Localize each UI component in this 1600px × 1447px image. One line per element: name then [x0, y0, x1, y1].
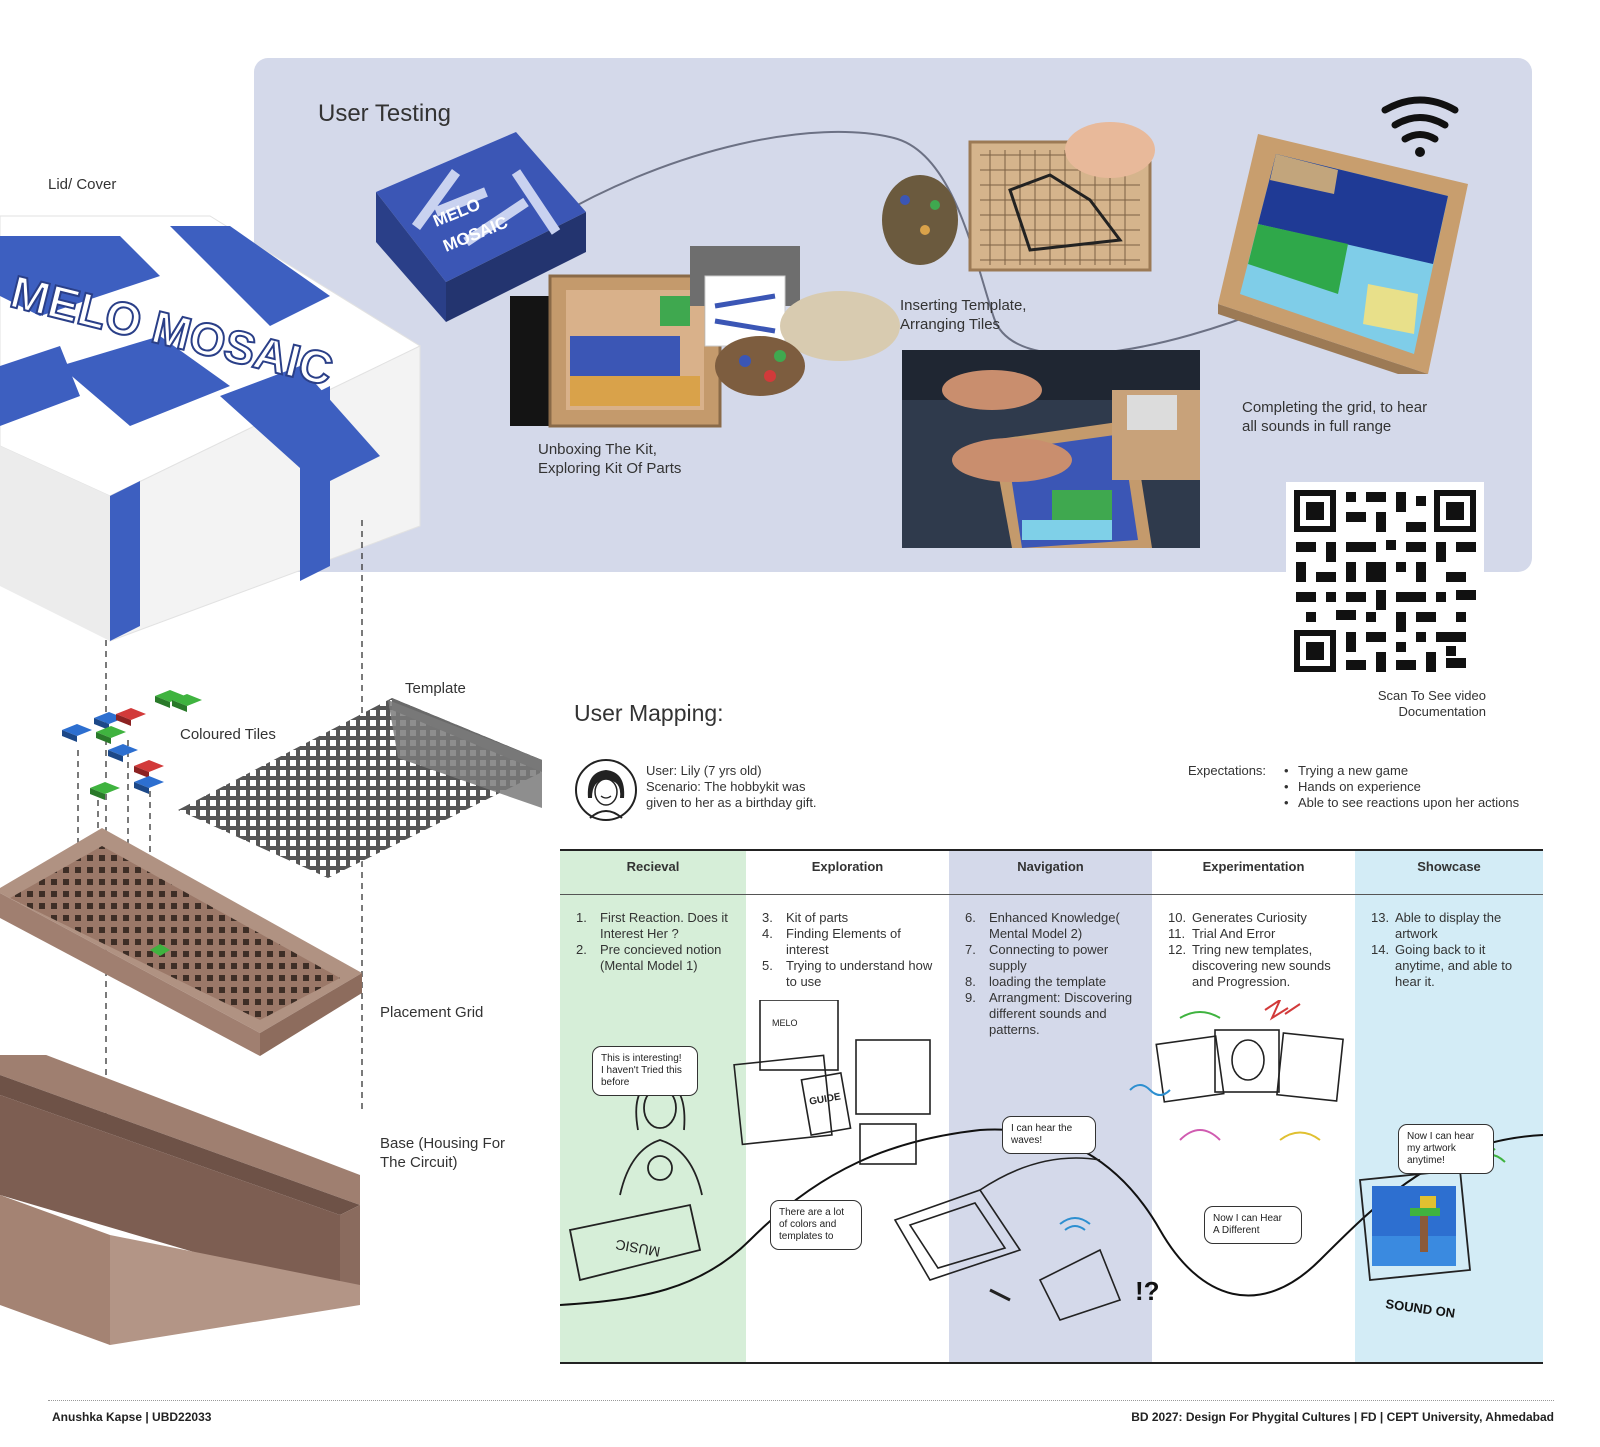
stage-experimentation: Experimentation 10.Generates Curiosity 1… — [1152, 850, 1355, 1363]
speech-bubble-navigation: I can hear the waves! — [1002, 1116, 1096, 1154]
lid-cover-illustration: MELO MOSAIC — [0, 215, 422, 642]
stage-item: 8.loading the template — [965, 974, 1107, 989]
stage-item: 11.Trial And Error — [1168, 926, 1276, 941]
footer-course: BD 2027: Design For Phygital Cultures | … — [1131, 1410, 1554, 1424]
persona-description: User: Lily (7 yrs old) Scenario: The hob… — [646, 763, 817, 811]
base-housing-label: Base (Housing For The Circuit) — [380, 1135, 506, 1171]
stage-item: 3.Kit of parts — [762, 910, 849, 925]
stage-header: Experimentation — [1202, 859, 1305, 874]
caption-inserting: Inserting Template, Arranging Tiles — [900, 297, 1027, 333]
speech-bubble-recieval: This is interesting! I haven't Tried thi… — [592, 1046, 698, 1096]
inserting-template-photo — [882, 122, 1155, 272]
lid-cover-label: Lid/ Cover — [48, 176, 117, 193]
mapping-top-rule — [560, 849, 1543, 851]
speech-bubble-experimentation: Now I can Hear A Different — [1204, 1206, 1302, 1244]
expectation-item: Trying a new game — [1284, 763, 1519, 779]
footer-rule — [48, 1400, 1554, 1401]
qr-code[interactable] — [1286, 482, 1484, 680]
stage-list: 1.First Reaction. Does it Interest Her ?… — [576, 910, 736, 974]
placement-grid-label: Placement Grid — [380, 1004, 484, 1021]
stage-item: 4.Finding Elements of interest — [762, 926, 901, 957]
footer-author: Anushka Kapse | UBD22033 — [52, 1410, 212, 1424]
coloured-tiles-label: Coloured Tiles — [180, 726, 276, 743]
mapping-bottom-rule — [560, 1362, 1543, 1364]
stage-header: Navigation — [1017, 859, 1084, 874]
melo-mosaic-box-photo: MELO MOSAIC — [376, 132, 586, 322]
stage-header: Exploration — [811, 859, 884, 874]
qr-caption: Scan To See video Documentation — [1377, 688, 1486, 719]
stage-header: Showcase — [1417, 859, 1481, 874]
mapping-header-rule — [560, 894, 1543, 895]
template-label: Template — [405, 680, 466, 697]
stage-list: 3.Kit of parts 4.Finding Elements of int… — [762, 910, 939, 990]
svg-text:MELO: MELO — [772, 1018, 798, 1028]
speech-bubble-exploration: There are a lot of colors and templates … — [770, 1200, 862, 1250]
stage-list: 6.Enhanced Knowledge( Mental Model 2) 7.… — [965, 910, 1142, 1038]
placement-grid-illustration — [0, 828, 362, 1056]
journey-sketches: MUSIC MELO GUIDE !? SOUND ON — [560, 1000, 1543, 1321]
template-illustration — [178, 698, 542, 878]
stage-item: 10.Generates Curiosity — [1168, 910, 1307, 925]
stage-item: 2.Pre concieved notion (Mental Model 1) — [576, 942, 722, 973]
base-housing-illustration — [0, 1055, 360, 1345]
coloured-tiles-illustration — [62, 690, 202, 800]
speech-bubble-showcase: Now I can hear my artwork anytime! — [1398, 1124, 1494, 1174]
stage-list: 10.Generates Curiosity 11.Trial And Erro… — [1168, 910, 1345, 990]
stage-item: 5.Trying to understand how to use — [762, 958, 933, 989]
svg-text:MUSIC: MUSIC — [614, 1237, 661, 1261]
persona-user: User: Lily (7 yrs old) — [646, 763, 762, 778]
stage-showcase: Showcase 13.Able to display the artwork … — [1355, 850, 1543, 1363]
persona-scenario-cont: given to her as a birthday gift. — [646, 795, 817, 810]
persona-avatar-icon — [575, 759, 637, 821]
wifi-icon — [1381, 96, 1459, 157]
stage-header: Recieval — [626, 859, 680, 874]
stage-item: 13.Able to display the artwork — [1371, 910, 1502, 941]
unboxing-kit-photo — [510, 246, 900, 428]
stage-list: 13.Able to display the artwork 14.Going … — [1371, 910, 1533, 990]
arranging-tiles-photo — [902, 350, 1200, 548]
expectations-list: Trying a new game Hands on experience Ab… — [1284, 763, 1519, 811]
stage-item: 12.Tring new templates, discovering new … — [1168, 942, 1331, 989]
stage-item: 9.Arrangment: Discovering different soun… — [965, 990, 1133, 1037]
qr-code-icon — [1286, 482, 1484, 680]
completed-grid-photo — [1218, 134, 1468, 374]
stage-item: 1.First Reaction. Does it Interest Her ? — [576, 910, 728, 941]
caption-completing: Completing the grid, to hear all sounds … — [1242, 399, 1428, 435]
stage-item: 6.Enhanced Knowledge( Mental Model 2) — [965, 910, 1120, 941]
guide-booklet-text: GUIDE — [809, 1091, 842, 1107]
stage-item: 14.Going back to it anytime, and able to… — [1371, 942, 1513, 989]
expectations-label: Expectations: — [1188, 763, 1267, 778]
stage-item: 7.Connecting to power supply — [965, 942, 1109, 973]
user-mapping-title: User Mapping: — [574, 700, 724, 726]
user-testing-title: User Testing — [318, 100, 451, 127]
expectation-item: Hands on experience — [1284, 779, 1519, 795]
caption-unboxing: Unboxing The Kit, Exploring Kit Of Parts — [538, 441, 682, 477]
svg-text:!?: !? — [1135, 1276, 1160, 1306]
sound-on-text: SOUND ON — [1385, 1296, 1456, 1321]
stage-navigation: Navigation 6.Enhanced Knowledge( Mental … — [949, 850, 1152, 1363]
persona-scenario: Scenario: The hobbykit was — [646, 779, 806, 794]
expectation-item: Able to see reactions upon her actions — [1284, 795, 1519, 811]
